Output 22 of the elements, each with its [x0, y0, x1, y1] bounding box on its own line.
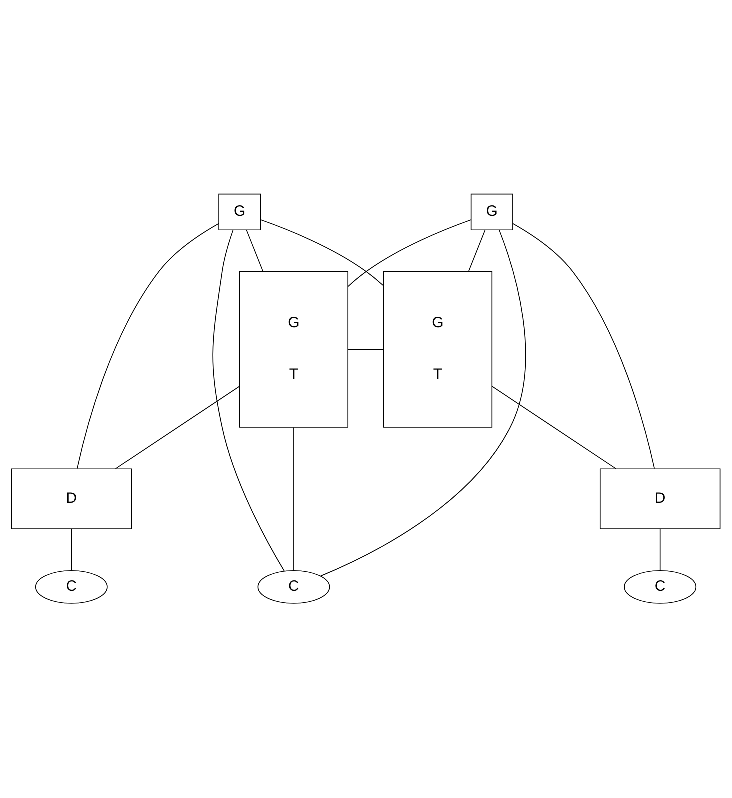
node-box: G	[218, 194, 262, 231]
connector	[212, 230, 285, 572]
node-ellipse: C	[35, 570, 108, 604]
node-box: G T	[239, 271, 349, 428]
connector	[492, 386, 617, 470]
node-box: G	[470, 194, 514, 231]
connector	[348, 349, 384, 350]
connector	[260, 219, 384, 286]
connector	[71, 528, 72, 571]
node-box: D	[11, 468, 132, 530]
connector	[512, 223, 656, 470]
connector	[115, 386, 240, 470]
connector	[320, 230, 526, 577]
connector	[348, 220, 472, 288]
connector	[246, 230, 264, 272]
connector	[76, 223, 220, 470]
node-box: D	[600, 468, 721, 530]
connector	[468, 230, 486, 272]
node-ellipse: C	[258, 570, 330, 604]
connector	[660, 528, 661, 571]
node-ellipse: C	[624, 570, 697, 604]
node-box: G T	[383, 271, 493, 428]
